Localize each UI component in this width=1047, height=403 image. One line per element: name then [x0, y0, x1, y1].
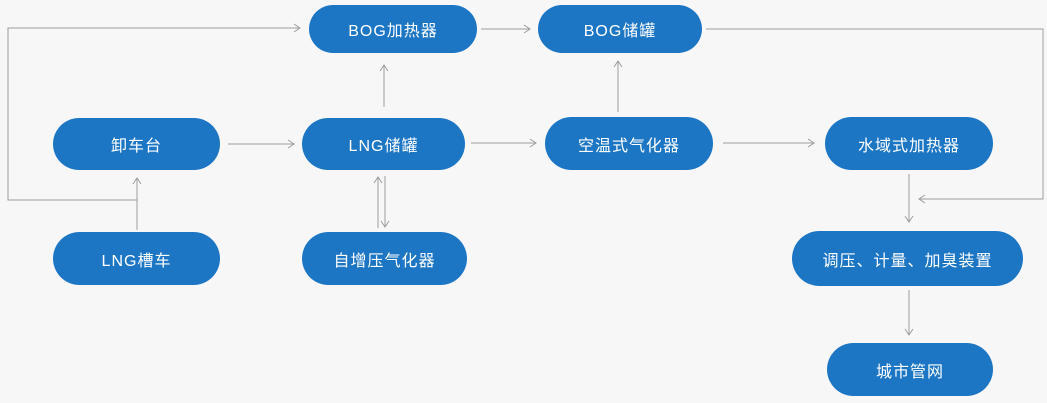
node-regulating-metering-odorizing-device: 调压、计量、加臭装置 [792, 231, 1023, 286]
node-water-bath-heater: 水域式加热器 [825, 117, 993, 170]
node-self-pressurizing-vaporizer: 自增压气化器 [302, 232, 467, 285]
node-city-pipeline-network: 城市管网 [827, 343, 993, 396]
edge-truck-branch-to-bog-heater [7, 23, 301, 201]
node-bog-tank: BOG储罐 [538, 5, 702, 53]
node-lng-storage-tank: LNG储罐 [302, 118, 465, 170]
node-lng-tanker-truck: LNG槽车 [53, 232, 220, 285]
node-bog-heater: BOG加热器 [309, 5, 477, 53]
edge-bog-tank-return-to-regulator-line [706, 28, 1044, 204]
node-unloading-platform: 卸车台 [53, 118, 220, 170]
node-ambient-air-vaporizer: 空温式气化器 [545, 117, 713, 170]
